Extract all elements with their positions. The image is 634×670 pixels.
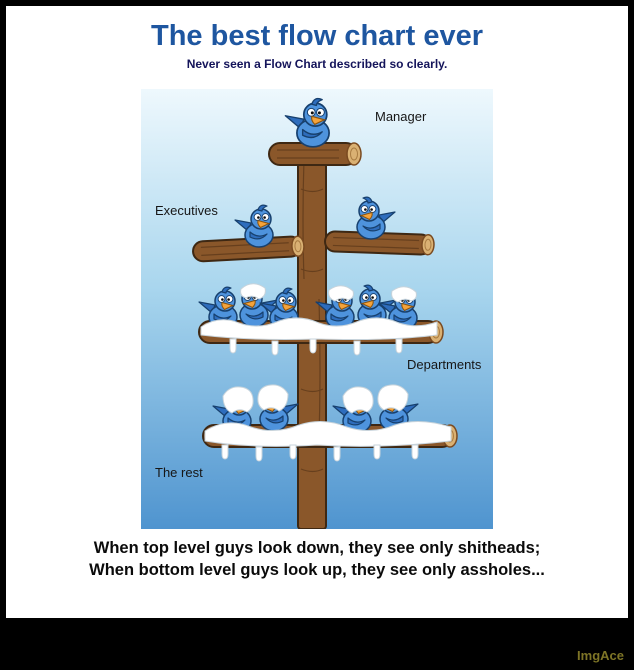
caption: When top level guys look down, they see … [6, 537, 628, 581]
content-panel: The best flow chart ever Never seen a Fl… [6, 6, 628, 618]
label-executives: Executives [155, 203, 218, 218]
watermark: ImgAce [577, 648, 624, 663]
flowchart-cartoon-image: Manager Executives Departments The rest [141, 89, 493, 529]
rest-droppings [204, 421, 452, 462]
label-departments: Departments [407, 357, 482, 372]
page-title: The best flow chart ever [151, 20, 483, 52]
cartoon-wrap: Manager Executives Departments The rest [141, 89, 493, 529]
subtitle: Never seen a Flow Chart described so cle… [186, 57, 448, 71]
caption-line-1: When top level guys look down, they see … [93, 539, 541, 557]
label-manager: Manager [375, 109, 427, 124]
label-the-rest: The rest [155, 465, 203, 480]
caption-line-2: When bottom level guys look up, they see… [89, 561, 545, 579]
department-droppings [200, 317, 438, 356]
